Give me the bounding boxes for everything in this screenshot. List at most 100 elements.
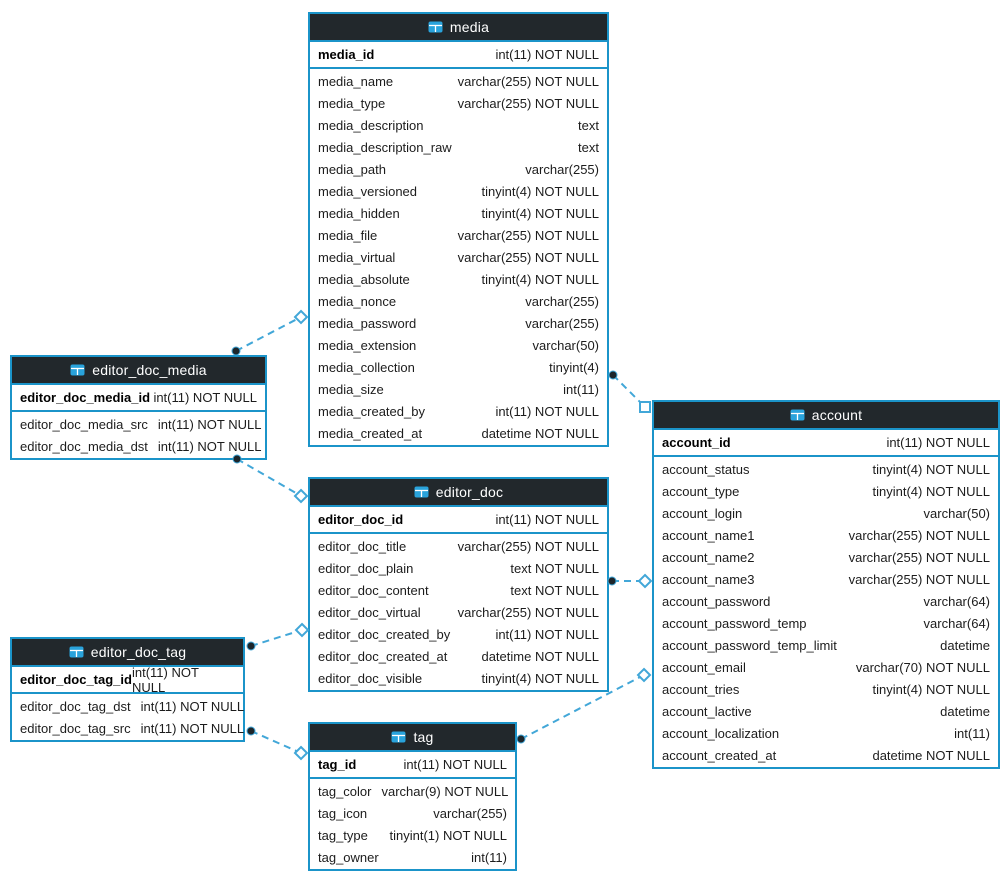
table-editor-doc[interactable]: editor_doc editor_doc_id int(11) NOT NUL… — [308, 477, 609, 692]
column-type: datetime NOT NULL — [481, 648, 599, 664]
primary-key-row[interactable]: editor_doc_tag_id int(11) NOT NULL — [12, 665, 243, 695]
column-type: varchar(255) — [433, 805, 507, 821]
column-name: media_hidden — [318, 205, 400, 221]
column-type: int(11) NOT NULL — [153, 390, 257, 405]
column-type: text NOT NULL — [510, 582, 599, 598]
column-name: account_status — [662, 461, 750, 477]
column-row[interactable]: media_name varchar(255) NOT NULL — [310, 70, 607, 92]
table-header[interactable]: editor_doc_tag — [12, 639, 243, 667]
table-media[interactable]: media media_id int(11) NOT NULL media_na… — [308, 12, 609, 447]
column-row[interactable]: account_login varchar(50) — [654, 502, 998, 524]
table-account[interactable]: account account_id int(11) NOT NULL acco… — [652, 400, 1000, 769]
table-header[interactable]: media — [310, 14, 607, 42]
column-name: media_name — [318, 73, 394, 89]
column-name: media_virtual — [318, 249, 396, 265]
table-header[interactable]: editor_doc — [310, 479, 607, 507]
column-name: account_password_temp_limit — [662, 637, 837, 653]
column-type: int(11) NOT NULL — [140, 698, 245, 714]
primary-key-row[interactable]: tag_id int(11) NOT NULL — [310, 752, 515, 779]
relation-endpoint-diamond — [636, 667, 652, 683]
relation-endpoint-circle — [607, 576, 617, 586]
column-type: tinyint(4) NOT NULL — [872, 681, 990, 697]
column-name: account_name2 — [662, 549, 755, 565]
column-name: editor_doc_created_at — [318, 648, 448, 664]
column-name: account_login — [662, 505, 743, 521]
relation-endpoint-diamond — [637, 573, 653, 589]
relation-endpoint-diamond — [293, 488, 309, 504]
table-title: tag — [413, 729, 434, 745]
column-name: media_collection — [318, 359, 415, 375]
column-name: editor_doc_content — [318, 582, 429, 598]
table-header[interactable]: account — [654, 402, 998, 430]
primary-key-row[interactable]: media_id int(11) NOT NULL — [310, 42, 607, 69]
primary-key-row[interactable]: editor_doc_media_id int(11) NOT NULL — [12, 385, 265, 412]
column-name: tag_id — [318, 757, 357, 772]
column-type: varchar(255) NOT NULL — [457, 73, 599, 89]
column-row[interactable]: editor_doc_created_at datetime NOT NULL — [310, 645, 607, 667]
table-header[interactable]: tag — [310, 724, 515, 752]
table-editor-doc-tag[interactable]: editor_doc_tag editor_doc_tag_id int(11)… — [10, 637, 245, 742]
column-type: varchar(50) — [923, 505, 990, 521]
table-header[interactable]: editor_doc_media — [12, 357, 265, 385]
column-name: account_type — [662, 483, 740, 499]
primary-key-row[interactable]: account_id int(11) NOT NULL — [654, 430, 998, 457]
primary-key-row[interactable]: editor_doc_id int(11) NOT NULL — [310, 507, 607, 534]
column-type: varchar(64) — [923, 593, 990, 609]
column-type: varchar(9) NOT NULL — [381, 783, 509, 799]
relation-endpoint-circle — [246, 726, 256, 736]
table-icon — [391, 731, 406, 743]
column-name: media_file — [318, 227, 378, 243]
column-type: varchar(255) — [525, 315, 599, 331]
column-row[interactable]: editor_doc_tag_dst int(11) NOT NULL — [12, 695, 245, 717]
relation-endpoint-circle — [246, 641, 256, 651]
column-name: editor_doc_tag_dst — [20, 698, 131, 714]
column-row[interactable]: editor_doc_content text NOT NULL — [310, 579, 607, 601]
table-editor-doc-media[interactable]: editor_doc_media editor_doc_media_id int… — [10, 355, 267, 460]
column-row[interactable]: media_hidden tinyint(4) NOT NULL — [310, 202, 607, 224]
column-type: text NOT NULL — [510, 560, 599, 576]
column-type: tinyint(4) NOT NULL — [481, 205, 599, 221]
column-name: media_absolute — [318, 271, 410, 287]
